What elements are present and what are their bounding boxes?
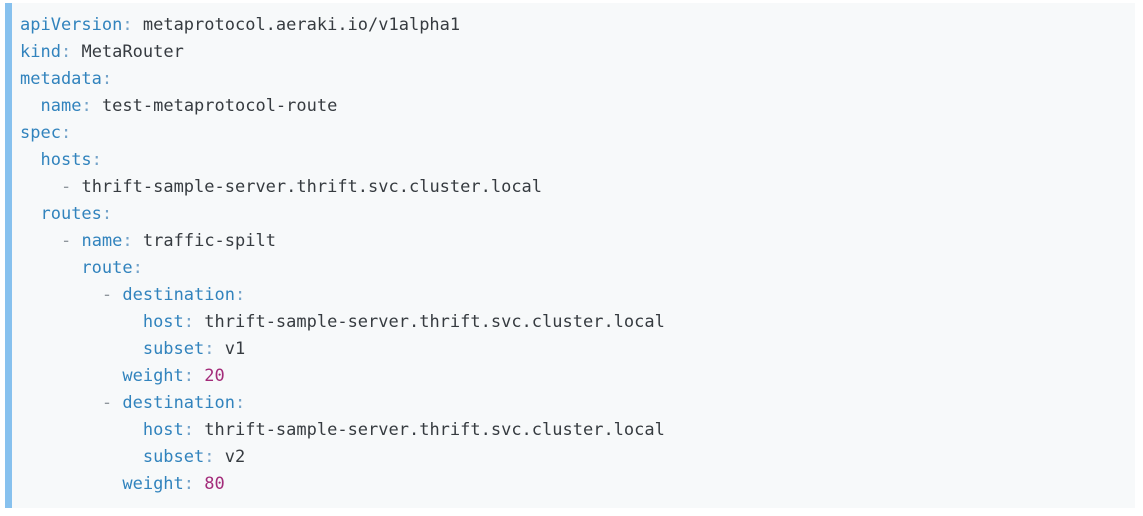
- token-colon: :: [183, 474, 195, 494]
- token-key: name: [40, 96, 82, 116]
- token-key: hosts: [40, 150, 92, 170]
- token-ws: [71, 42, 81, 62]
- token-dash: -: [60, 177, 72, 197]
- token-colon: :: [183, 420, 195, 440]
- token-colon: :: [204, 447, 215, 467]
- token-value: v2: [224, 447, 246, 467]
- token-key: destination: [122, 393, 235, 413]
- token-ws: [20, 258, 81, 278]
- token-colon: :: [81, 96, 92, 116]
- code-line: - name: traffic-spilt: [20, 228, 1121, 255]
- token-ws: [215, 339, 225, 359]
- token-ws: [194, 474, 204, 494]
- token-key: weight: [122, 474, 184, 494]
- token-colon: :: [183, 312, 195, 332]
- token-dash: -: [101, 393, 113, 413]
- token-ws: [71, 177, 81, 197]
- token-ws: [194, 366, 204, 386]
- token-key: routes: [40, 204, 102, 224]
- code-line: host: thrift-sample-server.thrift.svc.cl…: [20, 417, 1121, 444]
- token-value: thrift-sample-server.thrift.svc.cluster.…: [204, 420, 665, 440]
- token-value: v1: [224, 339, 246, 359]
- token-key: kind: [20, 42, 61, 62]
- token-colon: :: [204, 339, 215, 359]
- token-value: thrift-sample-server.thrift.svc.cluster.…: [204, 312, 665, 332]
- token-key: route: [81, 258, 133, 278]
- code-line: - destination:: [20, 282, 1121, 309]
- yaml-code: apiVersion: metaprotocol.aeraki.io/v1alp…: [20, 12, 1121, 498]
- token-key: host: [142, 312, 184, 332]
- code-line: - destination:: [20, 390, 1121, 417]
- token-key: subset: [142, 339, 205, 359]
- code-line: metadata:: [20, 66, 1121, 93]
- token-colon: :: [132, 258, 143, 278]
- token-number: 20: [204, 366, 225, 386]
- token-key: spec: [20, 123, 61, 143]
- token-colon: :: [91, 150, 102, 170]
- code-line: hosts:: [20, 147, 1121, 174]
- token-colon: :: [101, 69, 113, 89]
- token-ws: [133, 231, 143, 251]
- token-key: apiVersion: [20, 15, 123, 35]
- token-ws: [20, 339, 143, 359]
- code-line: kind: MetaRouter: [20, 39, 1121, 66]
- code-line: subset: v1: [20, 336, 1121, 363]
- token-colon: :: [60, 42, 72, 62]
- token-ws: [20, 96, 40, 116]
- token-colon: :: [101, 204, 113, 224]
- token-value: MetaRouter: [81, 42, 184, 62]
- token-ws: [20, 177, 61, 197]
- code-line: apiVersion: metaprotocol.aeraki.io/v1alp…: [20, 12, 1121, 39]
- token-ws: [20, 150, 40, 170]
- token-ws: [20, 393, 102, 413]
- token-ws: [71, 231, 81, 251]
- token-ws: [20, 204, 40, 224]
- code-line: weight: 20: [20, 363, 1121, 390]
- code-line: weight: 80: [20, 471, 1121, 498]
- token-value: metaprotocol.aeraki.io/v1alpha1: [142, 15, 461, 35]
- token-ws: [194, 312, 204, 332]
- code-line: - thrift-sample-server.thrift.svc.cluste…: [20, 174, 1121, 201]
- token-key: name: [81, 231, 123, 251]
- token-ws: [112, 285, 122, 305]
- token-dash: -: [60, 231, 72, 251]
- code-line: subset: v2: [20, 444, 1121, 471]
- token-ws: [20, 447, 143, 467]
- token-key: host: [142, 420, 184, 440]
- token-colon: :: [234, 393, 246, 413]
- token-value: test-metaprotocol-route: [101, 96, 338, 116]
- token-ws: [20, 312, 143, 332]
- token-colon: :: [183, 366, 195, 386]
- token-value: thrift-sample-server.thrift.svc.cluster.…: [81, 177, 543, 197]
- token-key: destination: [122, 285, 235, 305]
- token-ws: [20, 285, 102, 305]
- token-colon: :: [60, 123, 72, 143]
- token-colon: :: [122, 231, 133, 251]
- token-ws: [20, 366, 122, 386]
- token-ws: [20, 420, 143, 440]
- code-line: route:: [20, 255, 1121, 282]
- code-line: host: thrift-sample-server.thrift.svc.cl…: [20, 309, 1121, 336]
- yaml-code-block: apiVersion: metaprotocol.aeraki.io/v1alp…: [5, 3, 1135, 508]
- token-ws: [112, 393, 122, 413]
- code-line: name: test-metaprotocol-route: [20, 93, 1121, 120]
- token-dash: -: [101, 285, 113, 305]
- token-key: subset: [142, 447, 205, 467]
- token-ws: [92, 96, 102, 116]
- token-ws: [133, 15, 143, 35]
- token-ws: [215, 447, 225, 467]
- token-value: traffic-spilt: [142, 231, 276, 251]
- token-colon: :: [122, 15, 133, 35]
- token-colon: :: [234, 285, 246, 305]
- token-ws: [20, 474, 122, 494]
- token-number: 80: [204, 474, 225, 494]
- token-ws: [194, 420, 204, 440]
- token-key: metadata: [20, 69, 102, 89]
- token-ws: [20, 231, 61, 251]
- token-key: weight: [122, 366, 184, 386]
- code-line: routes:: [20, 201, 1121, 228]
- code-line: spec:: [20, 120, 1121, 147]
